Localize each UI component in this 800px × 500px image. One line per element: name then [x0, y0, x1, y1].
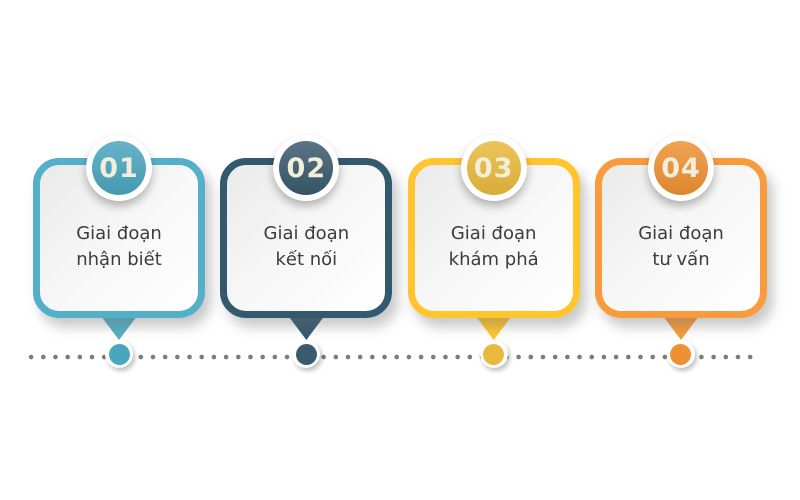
step-3-timeline-dot	[479, 340, 508, 368]
step-2-timeline-dot	[292, 340, 321, 368]
step-4-timeline-dot-inner	[670, 343, 692, 365]
step-1-pointer-tail	[101, 316, 137, 340]
step-4-pointer-tail	[662, 316, 699, 340]
step-2-label-line1: Giai đoạn	[263, 223, 350, 244]
step-2-number-badge: 02	[279, 141, 334, 195]
step-4-label-line1: Giai đoạn	[638, 223, 724, 244]
step-4-badge-ring: 04	[647, 135, 714, 201]
step-4: 04 Giai đoạn tư vấn	[594, 135, 767, 368]
step-3-label-line2: khám phá	[448, 249, 539, 270]
step-4-label-line2: tư vấn	[652, 249, 710, 270]
step-3-label-line1: Giai đoạn	[450, 223, 537, 244]
step-1: 01 Giai đoạn nhận biết	[33, 135, 205, 368]
step-2-timeline-dot-inner	[295, 343, 317, 365]
dotted-timeline	[25, 354, 756, 360]
step-3-pointer-tail	[475, 316, 512, 340]
step-2-pointer-tail	[288, 316, 325, 340]
steps-row: 01 Giai đoạn nhận biết 02 Giai đoạn kết …	[33, 135, 767, 368]
step-1-card: Giai đoạn nhận biết	[33, 158, 205, 318]
step-1-number-badge: 01	[92, 141, 146, 195]
step-1-timeline-dot-inner	[108, 343, 130, 365]
step-1-timeline-dot	[105, 340, 133, 368]
step-3: 03 Giai đoạn khám phá	[407, 135, 580, 368]
step-3-badge-ring: 03	[460, 135, 527, 201]
step-1-badge-ring: 01	[86, 135, 152, 201]
step-4-number-badge: 04	[653, 141, 708, 195]
step-1-label-line2: nhận biết	[76, 249, 162, 270]
step-2: 02 Giai đoạn kết nối	[220, 135, 393, 368]
step-1-label-line1: Giai đoạn	[76, 223, 162, 244]
step-2-badge-ring: 02	[273, 135, 340, 201]
step-4-timeline-dot	[666, 340, 695, 368]
step-3-timeline-dot-inner	[483, 343, 505, 365]
step-2-label-line2: kết nối	[275, 249, 338, 270]
step-3-number-badge: 03	[466, 141, 521, 195]
